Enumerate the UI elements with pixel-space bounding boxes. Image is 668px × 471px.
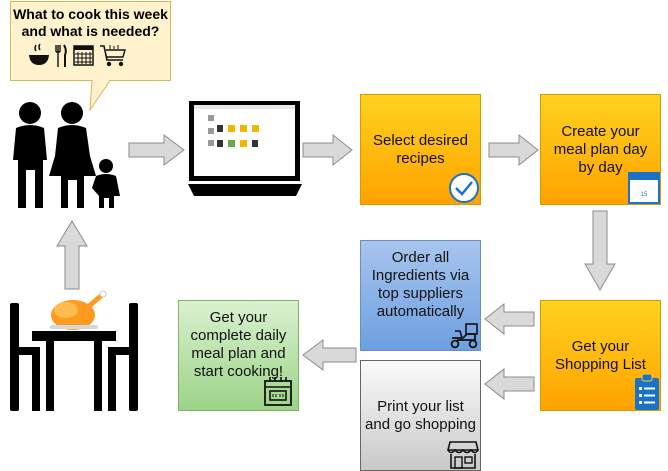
- step-order-ingredients: Order all Ingredients via top suppliers …: [360, 240, 481, 351]
- arrow-table-to-family: [56, 220, 88, 290]
- arrow-monitor-to-select: [302, 134, 353, 166]
- dining-table-icon: [10, 290, 138, 411]
- step-select-recipes: Select desired recipes: [360, 94, 481, 205]
- stove-icon: [264, 377, 292, 406]
- family-icon: [13, 102, 120, 208]
- step-select-label: Select desired recipes: [372, 131, 469, 167]
- calendar-icon: [628, 172, 660, 204]
- step-shopping-list: Get your Shopping List: [540, 300, 661, 411]
- clipboard-icon: [635, 373, 659, 410]
- step-print-label: Print your list and go shopping: [365, 397, 476, 433]
- step-print-list: Print your list and go shopping: [360, 360, 481, 471]
- calendar-grid-icon: [73, 45, 94, 66]
- delivery-scooter-icon: [450, 323, 478, 349]
- shopping-cart-icon: [100, 45, 126, 67]
- calendar-day: 15: [640, 192, 648, 198]
- step-start-cooking: Get your complete daily meal plan and st…: [178, 300, 299, 411]
- arrow-to-cooking: [302, 339, 357, 371]
- callout-line-2: and what is needed?: [21, 23, 160, 39]
- soup-bowl-icon: [29, 43, 49, 65]
- shop-icon: [447, 441, 479, 469]
- cutlery-icon: [55, 44, 67, 67]
- arrow-shopping-to-order: [484, 303, 535, 335]
- arrow-select-to-mealplan: [488, 134, 539, 166]
- callout-line-1: What to cook this week: [13, 6, 168, 22]
- arrow-mealplan-to-shopping: [584, 210, 616, 292]
- monitor-icon: [188, 101, 302, 196]
- checkmark-icon: [449, 173, 479, 203]
- step-mealplan-label: Create your meal plan day by day: [553, 122, 648, 176]
- arrow-shopping-to-print: [484, 368, 535, 400]
- arrow-family-to-monitor: [128, 134, 185, 166]
- step-order-label: Order all Ingredients via top suppliers …: [371, 249, 470, 320]
- callout-title: What to cook this week and what is neede…: [11, 6, 170, 40]
- step-create-meal-plan: Create your meal plan day by day 15: [540, 94, 661, 205]
- step-shopping-label: Get your Shopping List: [555, 337, 646, 373]
- step-cook-label: Get your complete daily meal plan and st…: [190, 309, 287, 380]
